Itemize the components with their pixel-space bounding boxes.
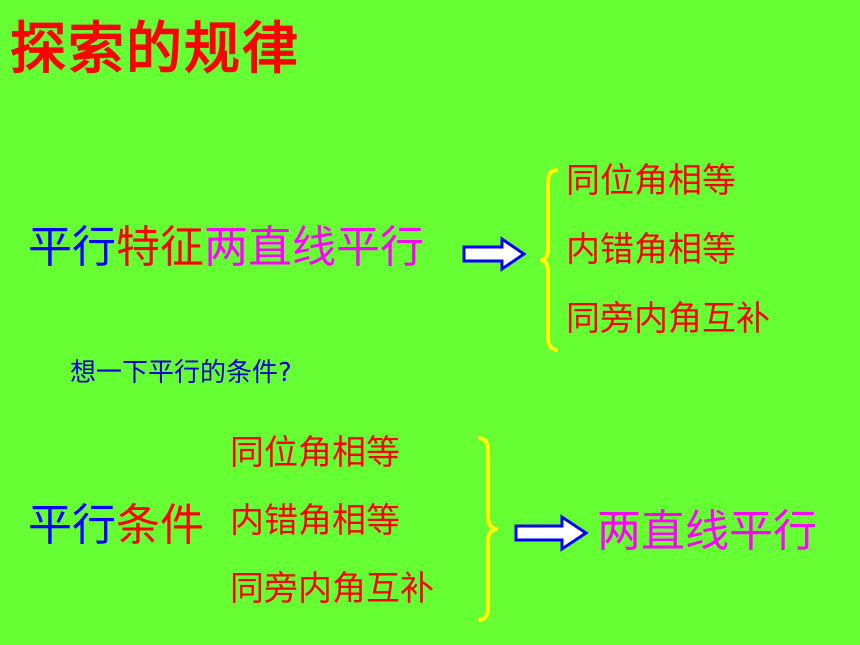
condition-statement: 平行条件 <box>28 504 204 548</box>
slide-title: 探索的规律 <box>10 17 300 82</box>
condition-brace-icon <box>477 436 499 622</box>
condition-keyword: 条件 <box>116 500 204 551</box>
feature-brace-icon <box>539 168 559 352</box>
feature-result-3: 同旁内角互补 <box>566 299 770 339</box>
condition-item-1: 同位角相等 <box>230 433 400 473</box>
question-text: 想一下平行的条件? <box>70 358 292 388</box>
feature-keyword: 特征 <box>116 222 204 273</box>
feature-result-2: 内错角相等 <box>566 230 736 270</box>
condition-arrow-icon <box>514 514 589 552</box>
condition-item-3: 同旁内角互补 <box>230 569 434 609</box>
feature-lead: 平行 <box>28 222 116 273</box>
condition-conclusion: 两直线平行 <box>597 506 817 557</box>
condition-item-2: 内错角相等 <box>230 501 400 541</box>
feature-result-1: 同位角相等 <box>566 161 736 201</box>
feature-statement: 平行特征两直线平行 <box>28 226 424 270</box>
condition-lead: 平行 <box>28 500 116 551</box>
feature-premise: 两直线平行 <box>204 222 424 273</box>
feature-arrow-icon <box>462 236 527 272</box>
